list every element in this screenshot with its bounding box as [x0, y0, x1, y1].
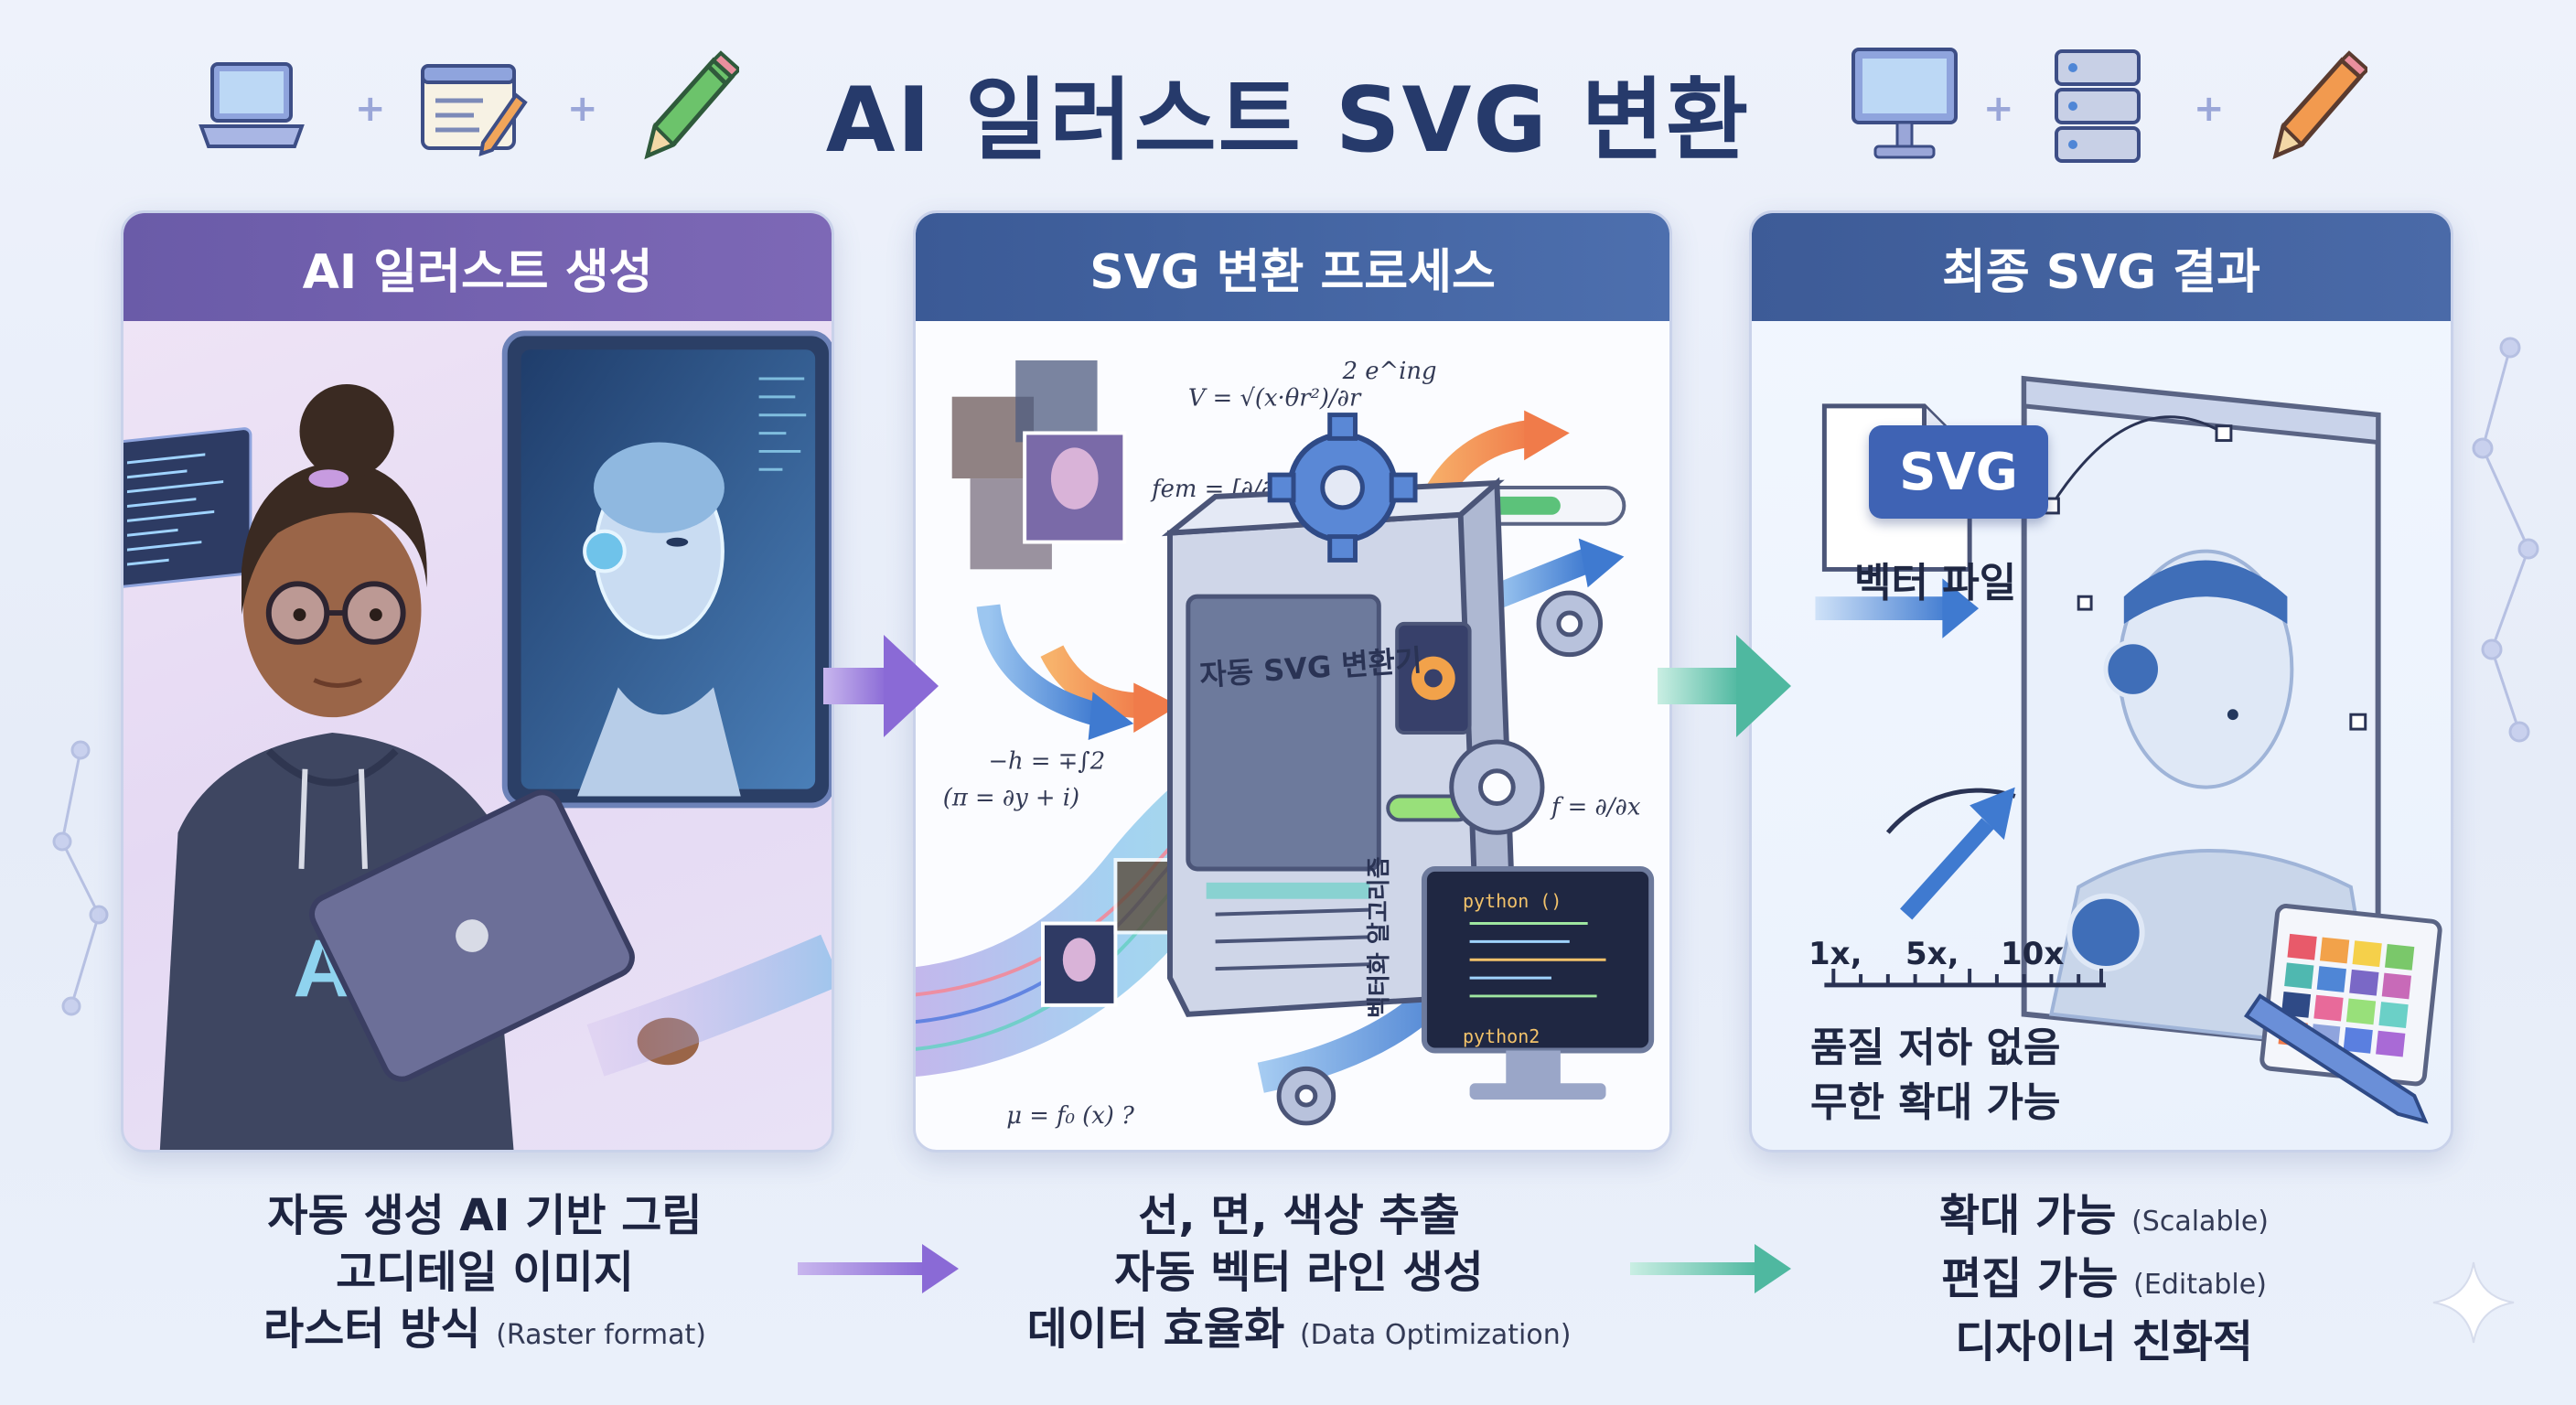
caption-line: 데이터 효율화 (Data Optimization) [1026, 1303, 1572, 1355]
caption-ai-illustration: 자동 생성 AI 기반 그림 고디테일 이미지 라스터 방식 (Raster f… [174, 1187, 796, 1364]
browser-edit-icon [421, 64, 528, 156]
svg-text:V = √(x·θr²)/∂r: V = √(x·θr²)/∂r [1188, 385, 1362, 413]
plus-decoration: + [567, 88, 598, 130]
panel-heading: 최종 SVG 결과 [1752, 213, 2451, 321]
plus-decoration: + [1983, 88, 2014, 130]
caption-svg-conversion: 선, 면, 색상 추출 자동 벡터 라인 생성 데이터 효율화 (Data Op… [951, 1187, 1647, 1364]
caption-line: 디자이너 친화적 [1955, 1316, 2253, 1367]
laptop-icon [199, 62, 305, 148]
flow-arrow-2 [1658, 635, 1791, 737]
network-decoration [52, 740, 109, 1016]
caption-arrow-1 [798, 1244, 959, 1293]
raster-thumbnails [951, 360, 1127, 570]
caption-line: 편집 가능 (Editable) [1941, 1253, 2267, 1304]
code-line: python2 [1463, 1025, 1540, 1047]
caption-line: 자동 생성 AI 기반 그림 [267, 1190, 703, 1241]
zoom-level-1x: 1x, [1809, 936, 1862, 972]
code-monitor [1421, 865, 1655, 1100]
caption-line: 자동 벡터 라인 생성 [1114, 1247, 1484, 1298]
quality-line: 무한 확대 가능 [1810, 1079, 2061, 1126]
pencil-icon [644, 50, 739, 160]
svg-text:f = ∂/∂x: f = ∂/∂x [1550, 793, 1641, 820]
algorithm-label: 벡터화 알고리즘 [1366, 856, 1393, 1019]
panel-ai-illustration: AI 일러스트 생성 [121, 210, 834, 1153]
monitor-icon [1852, 48, 1958, 159]
panel-heading: AI 일러스트 생성 [123, 213, 832, 321]
sparkle-icon [2432, 1261, 2515, 1344]
vector-window [2021, 375, 2381, 1054]
zoom-gauge [1824, 787, 2106, 988]
svg-file-badge: SVG [1869, 425, 2048, 519]
caption-arrow-2 [1630, 1244, 1791, 1293]
zoom-level-5x: 5x, [1905, 936, 1959, 972]
zoom-level-10x: 10x [2001, 936, 2065, 972]
caption-svg-result: 확대 가능 (Scalable) 편집 가능 (Editable) 디자이너 친… [1848, 1187, 2360, 1370]
caption-line: 고디테일 이미지 [336, 1247, 634, 1298]
conversion-illustration: V = √(x·θr²)/∂r 2 e^ing fem = [∂/∂x (x+θ… [916, 358, 1655, 1130]
svg-text:(π = ∂y + i): (π = ∂y + i) [943, 784, 1079, 811]
code-window [123, 427, 252, 588]
result-illustration [1815, 375, 2442, 1124]
panel-svg-conversion: SVG 변환 프로세스 V = √(x·θr²)/∂r 2 e^ing fem [913, 210, 1672, 1153]
panel-heading: SVG 변환 프로세스 [916, 213, 1669, 321]
svg-text:2 e^ing: 2 e^ing [1342, 358, 1437, 385]
server-icon [2055, 49, 2141, 163]
svg-text:−h = ∓∫2: −h = ∓∫2 [988, 748, 1105, 776]
vector-file-label: 벡터 파일 [1854, 560, 2017, 606]
code-line: python () [1463, 890, 1562, 912]
caption-line: 선, 면, 색상 추출 [1138, 1190, 1460, 1241]
robot-tablet [501, 330, 832, 809]
quality-line: 품질 저하 없음 [1810, 1024, 2061, 1071]
network-decoration [2472, 337, 2539, 743]
panel-svg-result: 최종 SVG 결과 [1749, 210, 2453, 1153]
plus-decoration: + [2194, 88, 2225, 130]
plus-decoration: + [355, 88, 386, 130]
pencil-icon [2272, 50, 2367, 160]
svg-text:μ = f₀ (x) ?: μ = f₀ (x) ? [1006, 1102, 1134, 1130]
caption-line: 라스터 방식 (Raster format) [263, 1303, 707, 1355]
caption-line: 확대 가능 (Scalable) [1939, 1190, 2269, 1241]
artist-illustration: AI [123, 330, 832, 1150]
flow-arrow-1 [823, 635, 939, 737]
page-title: AI 일러스트 SVG 변환 [825, 69, 1751, 173]
svg-converter-machine [1161, 413, 1519, 1017]
